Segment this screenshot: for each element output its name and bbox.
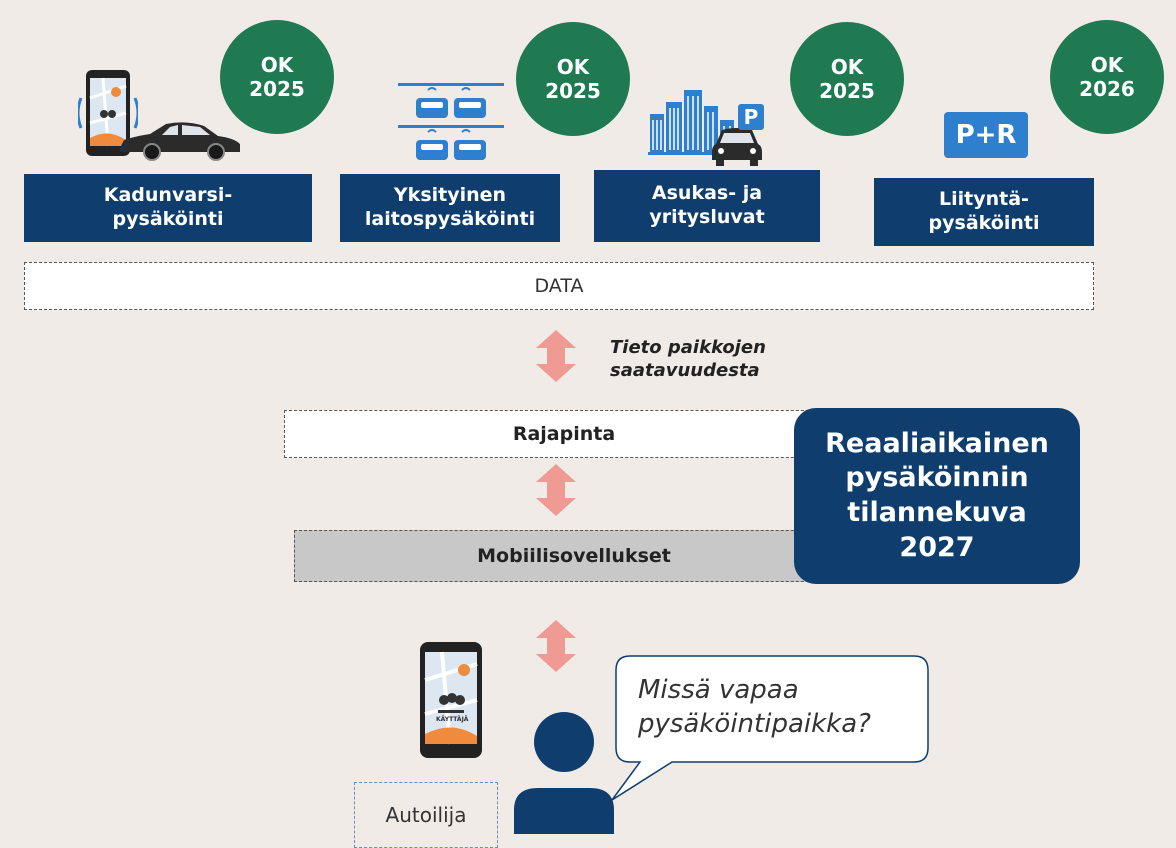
phone-map-icon [420, 642, 482, 758]
park-and-ride-icon: P+R [944, 112, 1028, 158]
phone-caption: KÄYTTÄJÄ [436, 716, 469, 723]
category-liityntä: Liityntä-pysäköinti [874, 178, 1094, 246]
speech-bubble-text: Missä vapaa pysäköintipaikka? [638, 675, 871, 739]
double-arrow-icon [536, 620, 576, 672]
api-box: Rajapinta [284, 410, 844, 458]
person-icon [514, 712, 614, 834]
double-arrow-icon [536, 330, 576, 382]
phone-map-icon [78, 70, 138, 156]
realtime-status-box: Reaaliaikainen pysäköinnin tilannekuva 2… [794, 408, 1080, 584]
category-kadunvarsi: Kadunvarsi-pysäköinti [24, 174, 312, 242]
garage-cars-icon [398, 83, 504, 160]
availability-note: Tieto paikkojen saatavuudesta [610, 337, 766, 382]
car-icon [712, 128, 762, 166]
data-box: DATA [24, 262, 1094, 310]
mobile-apps-box: Mobiilisovellukset [294, 530, 854, 582]
car-icon [120, 122, 240, 161]
parking-sign-icon: P [738, 104, 764, 130]
driver-label: Autoilija [354, 782, 498, 848]
double-arrow-icon [536, 464, 576, 516]
speech-bubble-icon [611, 655, 929, 801]
